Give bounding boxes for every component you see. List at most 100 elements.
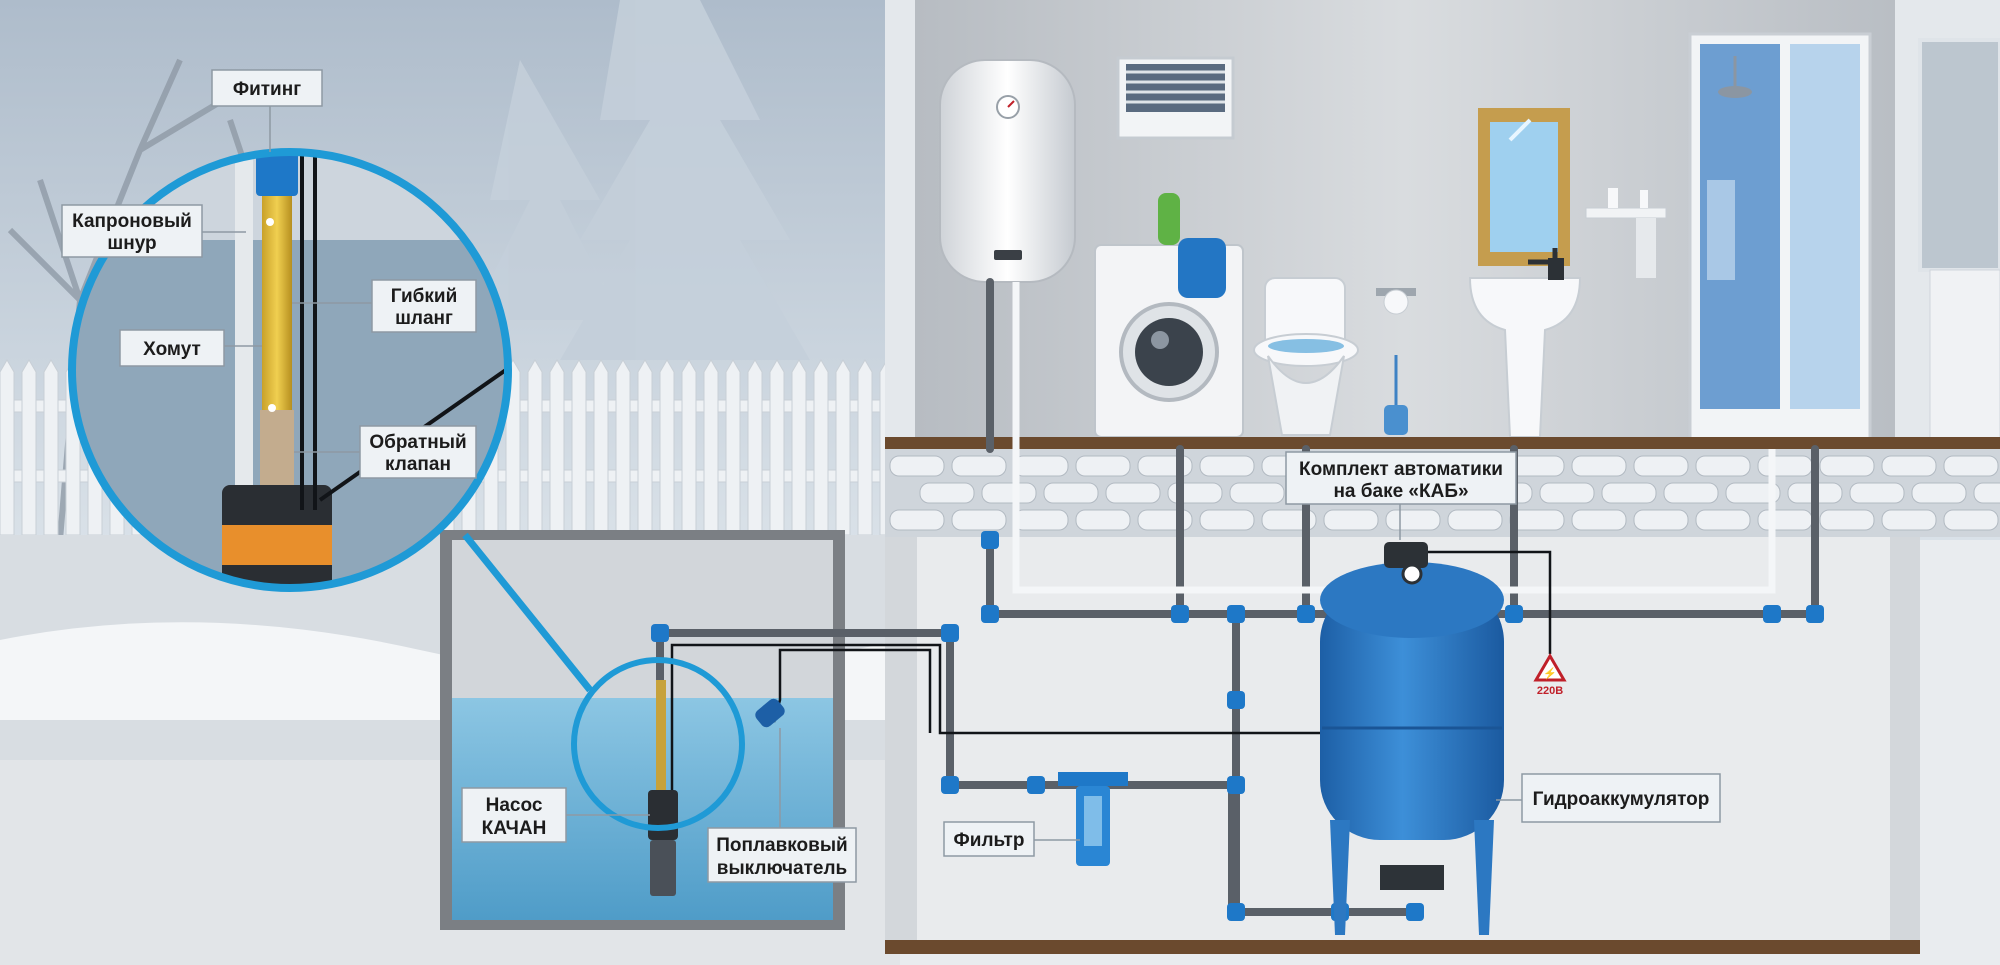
fence-slat (0, 359, 15, 536)
toilet-brush (1384, 355, 1408, 435)
automation-kit (1384, 542, 1428, 585)
washing-machine (1094, 193, 1244, 438)
foundation-stone (1849, 482, 1905, 504)
fence-slat (593, 359, 609, 536)
fence-slat (857, 359, 873, 536)
fence-slat (703, 359, 719, 536)
foundation-stone (981, 482, 1037, 504)
label-fitting: Фитинг (211, 69, 323, 152)
foundation-stone (951, 509, 1007, 531)
fence-slat (549, 359, 565, 536)
svg-text:Гибкий: Гибкий (391, 286, 458, 307)
foundation-stone (1881, 455, 1937, 477)
fence-slat (571, 359, 587, 536)
winter-trees (470, 0, 810, 360)
foundation-stone (1695, 455, 1751, 477)
toilet (1253, 277, 1359, 436)
foundation-stone (1819, 455, 1875, 477)
svg-text:клапан: клапан (385, 454, 451, 475)
float-switch (755, 698, 785, 728)
svg-text:Фитинг: Фитинг (233, 79, 301, 100)
fence-slat (637, 359, 653, 536)
pipe-fitting (1806, 605, 1824, 623)
basement-wall-left (885, 537, 917, 942)
pipe-fitting (1227, 776, 1245, 794)
label-nylon-cord: Капроновый шнур (61, 204, 246, 258)
foundation-stone (951, 455, 1007, 477)
pipe-fitting (1297, 605, 1315, 623)
foundation-stone (1819, 509, 1875, 531)
foundation-stone (1601, 482, 1657, 504)
foundation-stone (1199, 455, 1255, 477)
pipe-fitting (981, 605, 999, 623)
label-automation-kit: Комплект автоматики на баке «КАБ» (1285, 451, 1517, 540)
svg-text:Фильтр: Фильтр (954, 830, 1025, 851)
foundation-stone (1973, 482, 2000, 504)
fence-slat (725, 359, 741, 536)
pipe-fitting (1406, 903, 1424, 921)
svg-text:Хомут: Хомут (143, 339, 201, 360)
balcony-railing (1929, 269, 2000, 441)
foundation-stone (919, 482, 975, 504)
svg-text:шланг: шланг (395, 308, 453, 329)
shower-cabin (1688, 32, 1872, 441)
foundation-stone (1725, 482, 1781, 504)
svg-text:⚡: ⚡ (1543, 667, 1557, 680)
foundation-stone (1229, 482, 1285, 504)
svg-text:Гидроаккумулятор: Гидроаккумулятор (1533, 789, 1710, 810)
foundation-stone (1943, 455, 1999, 477)
fence-slat (21, 359, 37, 536)
svg-text:шнур: шнур (107, 233, 156, 254)
svg-text:Капроновый: Капроновый (72, 211, 192, 232)
pipe-fitting (941, 624, 959, 642)
bathroom-shelf (1585, 188, 1667, 278)
foundation-stone (1757, 509, 1813, 531)
zoom-lens-ring (68, 148, 512, 592)
bathroom-window (1116, 56, 1235, 140)
pipe-fitting (941, 776, 959, 794)
foundation-stone (1571, 455, 1627, 477)
foundation-stone (1695, 509, 1751, 531)
water-filter (1058, 772, 1128, 866)
foundation-stone (1633, 455, 1689, 477)
fence-slat (615, 359, 631, 536)
foundation-stone (1075, 455, 1131, 477)
foundation-stone (1199, 509, 1255, 531)
svg-text:Насос: Насос (486, 795, 543, 816)
foundation-stone (889, 509, 945, 531)
pipe-fitting (1027, 776, 1045, 794)
foundation-stone (1571, 509, 1627, 531)
label-flexible-hose: Гибкий шланг (292, 279, 477, 333)
fence-slat (769, 359, 785, 536)
basement-wall-right (1890, 537, 1920, 942)
svg-text:Обратный: Обратный (369, 432, 466, 453)
foundation-stone (1509, 509, 1565, 531)
floor-slab (885, 437, 2000, 449)
fence-slat (747, 359, 763, 536)
house-exterior-siding (885, 0, 915, 440)
pipe-fitting (1505, 605, 1523, 623)
svg-text:Комплект автоматики: Комплект автоматики (1299, 459, 1503, 480)
foundation-stone (1043, 482, 1099, 504)
fence-slat (659, 359, 675, 536)
pipe-fitting (1171, 605, 1189, 623)
foundation-stone (1539, 482, 1595, 504)
basement-floor (885, 940, 1920, 954)
foundation-stone (1943, 509, 1999, 531)
fence-slat (813, 359, 829, 536)
foundation-stone (889, 455, 945, 477)
foundation-stone (1881, 509, 1937, 531)
toilet-paper-holder (1376, 288, 1416, 315)
foundation-stone (1911, 482, 1967, 504)
label-pump: Насос КАЧАН (461, 787, 650, 843)
label-float-switch: Поплавковый выключатель (707, 728, 857, 883)
pipe-fitting (1227, 605, 1245, 623)
voltage-warning-sign: ⚡ 220В (1533, 653, 1567, 697)
fence-slat (835, 359, 851, 536)
foundation-stone (1013, 455, 1069, 477)
voltage-label: 220В (1537, 685, 1563, 697)
foundation-stone (1013, 509, 1069, 531)
zoom-lens-small (571, 657, 745, 831)
label-filter: Фильтр (943, 821, 1080, 857)
